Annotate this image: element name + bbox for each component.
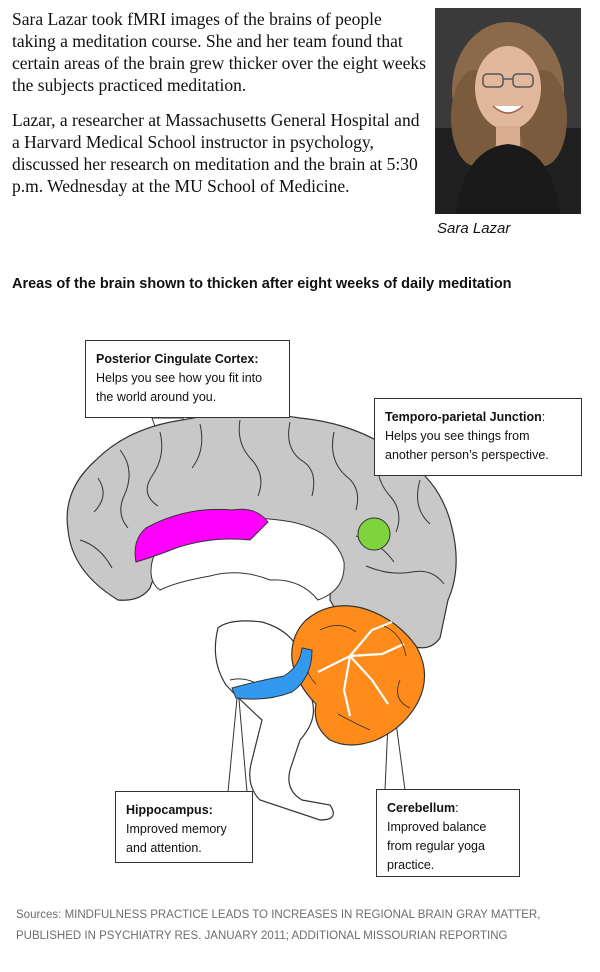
callout-cerebellum-heading: Cerebellum (387, 801, 456, 815)
portrait-photo (435, 8, 581, 214)
callout-temporo-parietal: Temporo-parietal Junction: Helps you see… (374, 398, 582, 476)
portrait-illustration (435, 8, 581, 214)
callout-temporo-parietal-heading: Temporo-parietal Junction (385, 410, 542, 424)
callout-temporo-parietal-text: Helps you see things from another person… (385, 429, 549, 462)
callout-cerebellum-text: Improved balance from regular yoga pract… (387, 820, 487, 872)
callout-hippocampus-heading: Hippocampus: (126, 803, 213, 817)
callout-posterior-cingulate: Posterior Cingulate Cortex: Helps you se… (85, 340, 290, 418)
cerebellum-arbor (317, 620, 405, 717)
callout-cerebellum: Cerebellum: Improved balance from regula… (376, 789, 520, 877)
callout-cerebellum-colon: : (455, 801, 459, 815)
article-paragraph-2: Lazar, a researcher at Massachusetts Gen… (12, 110, 420, 196)
posterior-cingulate-region (134, 508, 269, 563)
diagram-title: Areas of the brain shown to thicken afte… (12, 276, 512, 292)
callout-hippocampus: Hippocampus: Improved memory and attenti… (115, 791, 253, 863)
callout-hippocampus-text: Improved memory and attention. (126, 822, 227, 855)
sources-credit: Sources: MINDFULNESS PRACTICE LEADS TO I… (16, 909, 541, 942)
sulci (79, 419, 445, 585)
article-paragraph-1: Sara Lazar took fMRI images of the brain… (12, 9, 426, 95)
callout-temporo-parietal-colon: : (541, 410, 546, 424)
temporo-parietal-region (357, 517, 391, 551)
article-text: Sara Lazar took fMRI images of the brain… (12, 8, 427, 210)
callout-posterior-cingulate-text: Helps you see how you fit into the world… (96, 371, 263, 404)
callout-posterior-cingulate-heading: Posterior Cingulate Cortex: (96, 352, 259, 366)
photo-caption: Sara Lazar (437, 220, 511, 237)
hippocampus-region (231, 647, 313, 700)
